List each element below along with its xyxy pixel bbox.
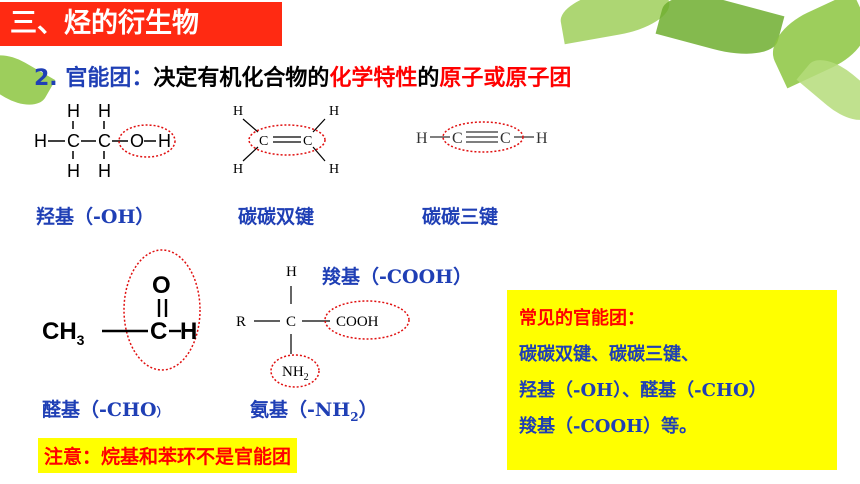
heading-middle: 决定有机化合物的 (153, 66, 330, 91)
double-bond-label: 碳碳双键 (238, 206, 315, 228)
atom-c: C (67, 131, 80, 151)
amino-label: 氨基（-NH2） (250, 399, 378, 424)
heading-highlight: 化学特性 (329, 66, 418, 91)
amino-group: NH2 (282, 364, 309, 383)
atom-h: H (416, 130, 428, 147)
atom-c: C (286, 314, 296, 330)
atom-h: H (233, 162, 243, 177)
summary-line2: 羟基（-OH）、醛基（-CHO） (519, 380, 767, 401)
atom-h: H (67, 161, 80, 181)
summary-title: 常见的官能团： (519, 308, 645, 329)
atom-h: H (180, 318, 197, 345)
atom-c: C (259, 134, 268, 149)
atom-h: H (329, 104, 339, 119)
atom-c: C (452, 130, 463, 147)
atom-h: H (233, 104, 243, 119)
carboxyl-group: COOH (336, 314, 379, 330)
atom-c: C (150, 318, 167, 345)
leaf-decoration (655, 0, 785, 65)
atom-h: H (286, 264, 297, 280)
methyl-group: CH3 (42, 318, 85, 348)
ethyne-structure: H C C H (416, 121, 548, 153)
atom-o: O (152, 272, 171, 299)
heading-suffix: 原子或原子团 (439, 66, 572, 91)
leaf-decoration (556, 0, 674, 45)
ethene-structure: H H C C H H (233, 104, 339, 177)
atom-c: C (98, 131, 111, 151)
atom-h: H (98, 161, 111, 181)
atom-h: H (329, 162, 339, 177)
hydroxyl-label: 羟基（-OH） (36, 206, 155, 228)
acetaldehyde-structure: O CH3 C H (42, 249, 201, 371)
atom-h: H (98, 101, 111, 121)
aldehyde-label: 醛基（-CHO） (42, 399, 169, 421)
slide-title: 三、烃的衍生物 (0, 2, 282, 46)
atom-r: R (236, 314, 246, 330)
aminoacid-structure: H R C COOH NH2 (236, 264, 410, 388)
triple-bond-label: 碳碳三键 (422, 206, 499, 228)
carboxyl-label: 羧基（-COOH） (322, 266, 473, 288)
heading-mid2: 的 (417, 66, 440, 91)
atom-h: H (34, 131, 47, 151)
note-text: 注意：烷基和苯环不是官能团 (38, 438, 298, 473)
atom-c: C (303, 134, 312, 149)
summary-box: 常见的官能团： 碳碳双键、碳碳三键、 羟基（-OH）、醛基（-CHO） 羧基（-… (507, 290, 837, 470)
heading-prefix: 2. 官能团： (34, 66, 154, 91)
ethanol-structure: H H H C C O H H H (34, 101, 176, 181)
summary-line3: 羧基（-COOH）等。 (519, 416, 698, 437)
section-heading: 2. 官能团：决定有机化合物的化学特性的原子或原子团 (34, 60, 571, 92)
atom-c: C (500, 130, 511, 147)
atom-h: H (67, 101, 80, 121)
summary-line1: 碳碳双键、碳碳三键、 (519, 344, 699, 365)
atom-o: O (130, 131, 144, 151)
atom-h: H (536, 130, 548, 147)
atom-h: H (158, 131, 171, 151)
